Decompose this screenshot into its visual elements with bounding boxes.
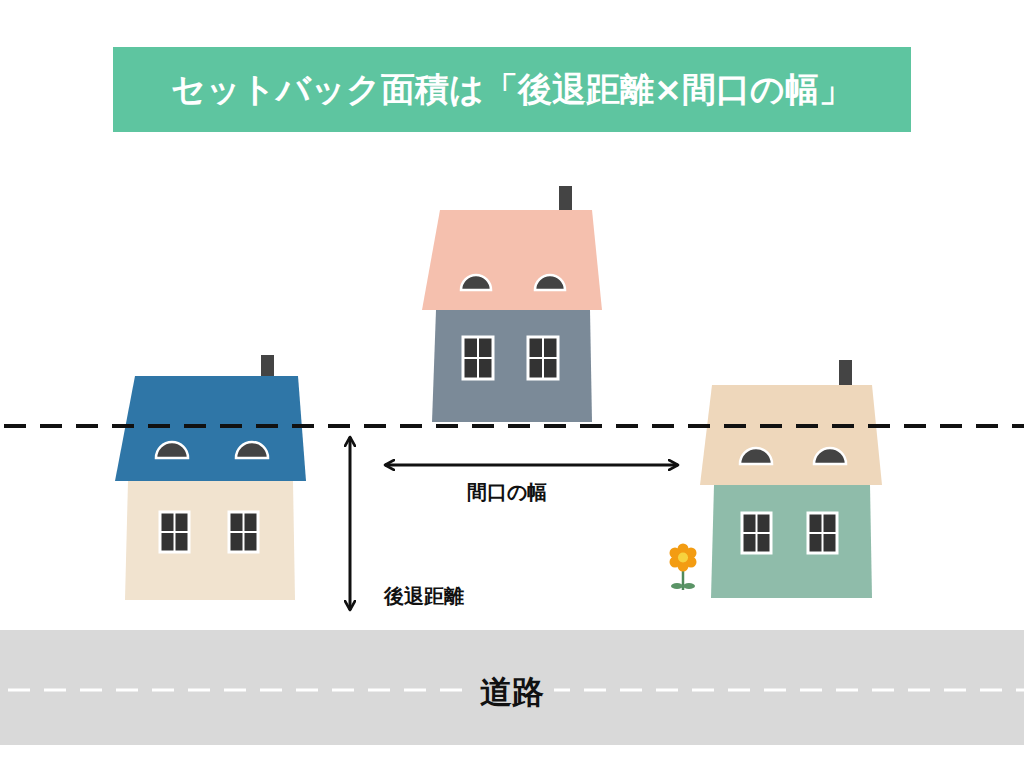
title-text: セットバック面積は「後退距離×間口の幅」 bbox=[171, 67, 854, 113]
frontage-width-arrow bbox=[385, 464, 678, 467]
house-right bbox=[700, 360, 882, 598]
setback-line bbox=[4, 424, 1024, 428]
frontage-width-label: 間口の幅 bbox=[467, 479, 547, 506]
road-band: 道路 bbox=[0, 630, 1024, 745]
title-banner: セットバック面積は「後退距離×間口の幅」 bbox=[113, 47, 911, 132]
house-center bbox=[422, 186, 602, 422]
flower bbox=[670, 544, 697, 591]
road-label: 道路 bbox=[470, 671, 554, 715]
setback-distance-arrow bbox=[349, 437, 352, 610]
house-left bbox=[115, 355, 306, 600]
setback-distance-label: 後退距離 bbox=[384, 583, 464, 610]
